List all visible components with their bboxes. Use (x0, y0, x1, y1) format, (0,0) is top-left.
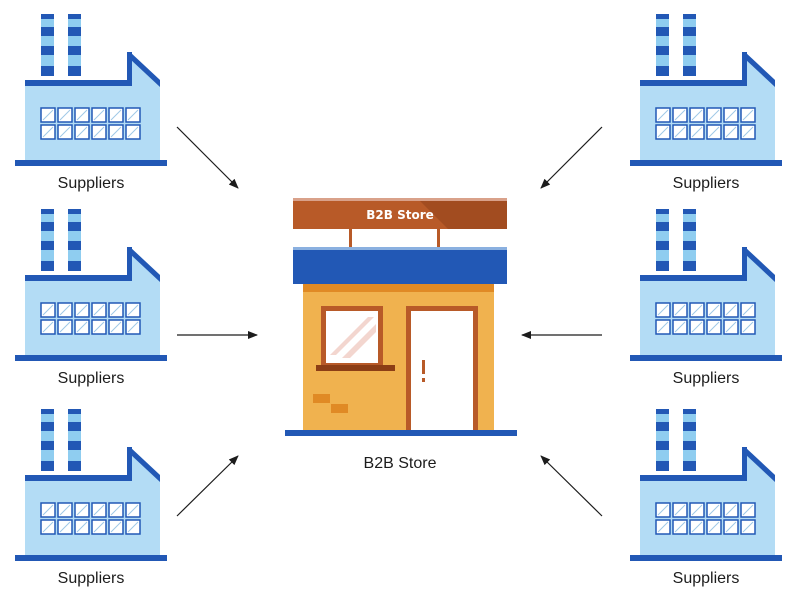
store-label: B2B Store (363, 455, 437, 472)
arrow-right-top (540, 126, 603, 189)
supplier-factory-left-bottom-icon (14, 408, 168, 562)
arrow-right-bottom (540, 455, 603, 517)
arrow-left-bottom (176, 455, 239, 517)
supplier-label-right-middle: Suppliers (672, 370, 740, 387)
supplier-factory-left-middle-icon (14, 208, 168, 362)
supplier-label-right-top: Suppliers (672, 175, 740, 192)
supplier-factory-right-top-icon (629, 13, 783, 167)
supplier-label-right-bottom: Suppliers (672, 570, 740, 587)
supplier-label-left-top: Suppliers (57, 175, 125, 192)
supplier-factory-right-middle-icon (629, 208, 783, 362)
supplier-factory-left-top-icon (14, 13, 168, 167)
arrow-left-top (176, 126, 239, 189)
store-sign-text: B2B Store (366, 208, 434, 222)
store-building-icon (285, 198, 517, 436)
supplier-label-left-middle: Suppliers (57, 370, 125, 387)
store-awning (293, 250, 507, 284)
supplier-label-left-bottom: Suppliers (57, 570, 125, 587)
supplier-factory-right-bottom-icon (629, 408, 783, 562)
